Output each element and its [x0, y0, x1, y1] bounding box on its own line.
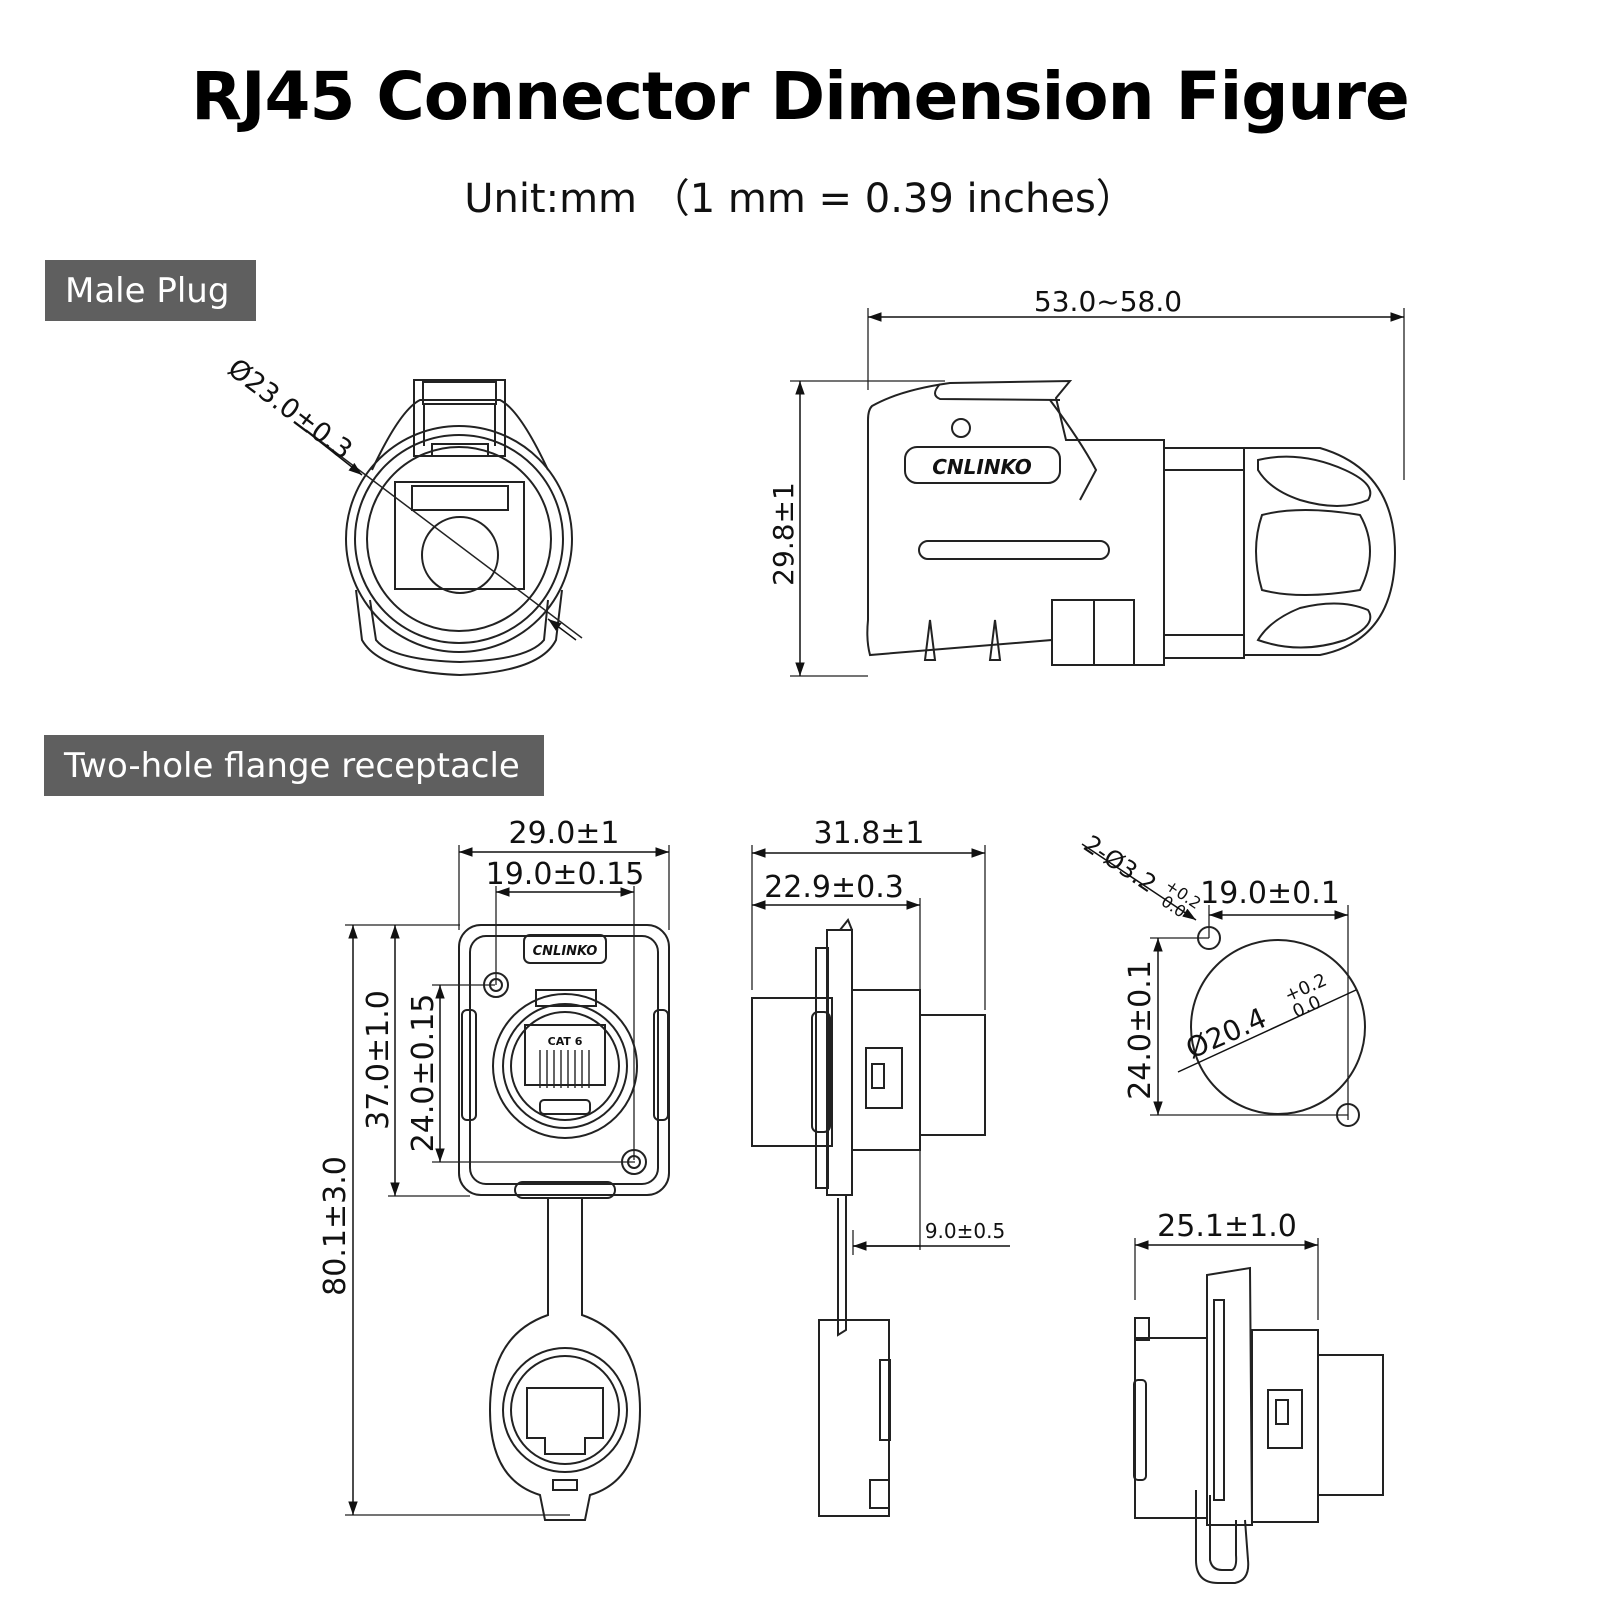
dim-flange-height: 37.0±1.0: [361, 990, 396, 1130]
dim-flange-width: 29.0±1: [508, 816, 619, 851]
dim-bottom-width: 25.1±1.0: [1157, 1209, 1297, 1244]
dim-plug-length: 53.0~58.0: [1034, 285, 1182, 318]
plug-brand-logo: CNLINKO: [932, 455, 1032, 479]
dim-cutout-width: 19.0±0.1: [1200, 876, 1340, 911]
receptacle-brand-logo: CNLINKO: [533, 944, 598, 959]
section-label-male-plug: Male Plug: [45, 260, 256, 321]
page-title: RJ45 Connector Dimension Figure: [191, 58, 1410, 135]
dim-hole-spacing-v: 24.0±0.15: [406, 994, 441, 1153]
cutout-holes-label: 2-Ø3.2: [1079, 830, 1162, 899]
receptacle-rear-view: [1133, 1238, 1384, 1584]
dim-hole-spacing-h: 19.0±0.15: [486, 857, 645, 892]
unit-note: Unit:mm （1 mm = 0.39 inches）: [464, 176, 1136, 222]
receptacle-front-view: [345, 845, 670, 1521]
panel-cutout-view: [1081, 843, 1366, 1127]
dim-side-offset: 9.0±0.5: [925, 1219, 1005, 1243]
dim-side-front: 22.9±0.3: [764, 870, 904, 905]
section-label-receptacle: Two-hole flange receptacle: [44, 735, 544, 796]
receptacle-side-view: [751, 845, 1010, 1517]
dim-cutout-holes: 2-Ø3.2: [1079, 830, 1162, 899]
receptacle-cat-label: CAT 6: [548, 1035, 583, 1048]
dim-cutout-diameter: Ø20.4: [1181, 1001, 1272, 1065]
plug-side-view: [790, 308, 1405, 677]
dim-side-depth: 31.8±1: [813, 816, 924, 851]
dim-overall-length: 80.1±3.0: [318, 1156, 353, 1296]
dim-plug-diameter: Ø23.0±0.3: [222, 353, 358, 466]
plug-front-view: [299, 379, 583, 677]
dim-plug-height: 29.8±1: [767, 482, 800, 586]
dim-cutout-height: 24.0±0.1: [1123, 960, 1158, 1100]
